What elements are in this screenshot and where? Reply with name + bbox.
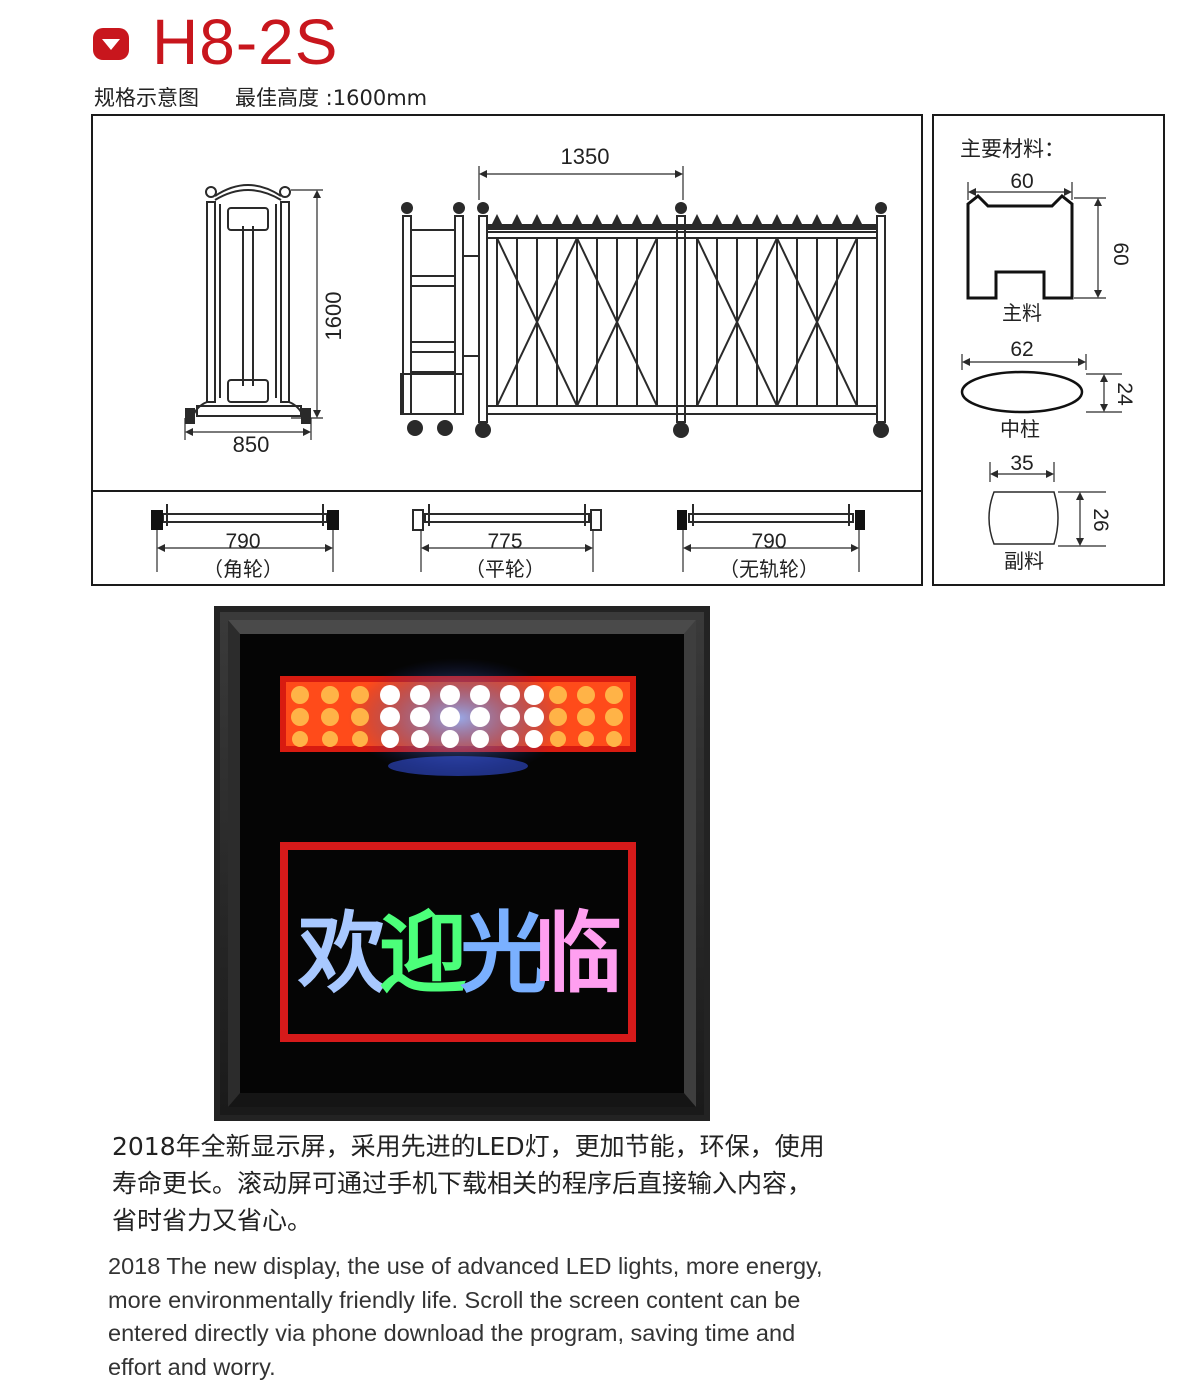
trackless-wheel-dimension: 790	[751, 530, 786, 553]
description-chinese: 2018年全新显示屏，采用先进的LED灯，更加节能，环保，使用 寿命更长。滚动屏…	[112, 1128, 892, 1239]
secondary-width-label: 35	[1010, 452, 1033, 475]
welcome-char-4: 临	[534, 904, 622, 1003]
trackless-wheel-diagram	[688, 504, 854, 526]
spear-tips	[401, 202, 889, 438]
heart-icon	[93, 28, 129, 60]
flat-wheel-label: （平轮）	[465, 558, 545, 581]
led-dot-grid	[291, 685, 623, 776]
welcome-char-3: 光	[460, 904, 548, 1003]
width-dimension: 850	[233, 432, 270, 457]
gate-bars	[496, 237, 858, 407]
height-dimension: 1600	[321, 292, 346, 341]
gate-drawing: 1600 850	[184, 144, 889, 457]
flat-wheel-diagram	[412, 504, 602, 531]
corner-wheel-label: （角轮）	[203, 558, 283, 581]
column-width-label: 62	[1010, 338, 1033, 361]
trackless-wheel-label: （无轨轮）	[719, 558, 819, 581]
section-dimension: 1350	[561, 144, 610, 169]
corner-wheel-dimension: 790	[225, 530, 260, 553]
materials-drawing: 主要材料： 60 60 主料 62 24 中柱 35 26 副料	[960, 138, 1136, 573]
column-height-label: 24	[1113, 382, 1136, 406]
column-profile-shape	[960, 370, 1084, 414]
description-cn-line: 寿命更长。滚动屏可通过手机下载相关的程序后直接输入内容，	[112, 1169, 813, 1198]
spec-label: 规格示意图	[94, 86, 199, 110]
secondary-height-label: 26	[1089, 508, 1112, 531]
description-cn-line: 2018年全新显示屏，采用先进的LED灯，更加节能，环保，使用	[112, 1132, 825, 1161]
materials-panel: 主要材料： 60 60 主料 62 24 中柱 35 26 副料	[932, 114, 1165, 586]
height-label: 最佳高度 :1600mm	[235, 86, 428, 110]
main-profile-shape	[966, 193, 1074, 300]
flat-wheel-dimension: 775	[487, 530, 522, 553]
main-height-label: 60	[1109, 242, 1132, 265]
description-en-line: effort and worry.	[108, 1353, 276, 1380]
product-title: H8-2S	[152, 6, 339, 78]
led-sign-image: 欢 迎 光 临	[214, 606, 710, 1121]
description-en-line: entered directly via phone download the …	[108, 1320, 796, 1346]
description-en-line: 2018 The new display, the use of advance…	[108, 1253, 823, 1279]
side-view	[192, 184, 304, 417]
wheel-diagram-panel: 790 （角轮） 775 （平轮） 790 （无轨轮）	[91, 490, 923, 586]
main-material-label: 主料	[1002, 302, 1042, 325]
corner-wheel-diagram	[162, 504, 328, 526]
front-view	[400, 215, 886, 423]
description-cn-line: 省时省力又省心。	[112, 1206, 313, 1235]
main-width-label: 60	[1010, 170, 1033, 193]
wheel-drawing: 790 （角轮） 775 （平轮） 790 （无轨轮）	[151, 504, 865, 581]
column-material-label: 中柱	[1000, 418, 1040, 441]
description-en-line: more environmentally friendly life. Scro…	[108, 1286, 801, 1313]
welcome-char-1: 欢	[297, 904, 387, 1003]
spec-subtitle: 规格示意图 最佳高度 :1600mm	[94, 84, 427, 112]
secondary-material-label: 副料	[1004, 550, 1044, 573]
gate-diagram-panel: 1600 850	[91, 114, 923, 492]
materials-title: 主要材料：	[960, 138, 1065, 161]
description-english: 2018 The new display, the use of advance…	[108, 1250, 908, 1384]
welcome-char-2: 迎	[379, 904, 467, 1003]
secondary-profile-shape	[988, 491, 1059, 545]
